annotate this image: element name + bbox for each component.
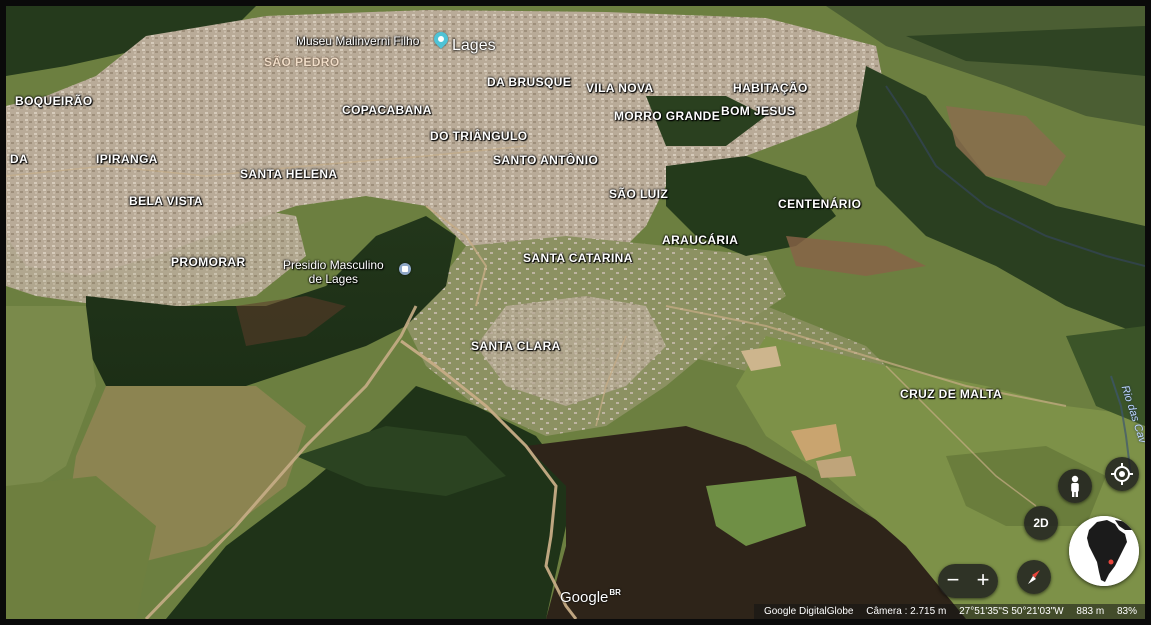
pegman-icon (1071, 475, 1079, 497)
cursor-coordinates: 27°51'35"S 50°21'03"W (959, 606, 1064, 617)
area-label-do-triangulo: DO TRIÂNGULO (430, 129, 528, 143)
prison-label-line1: Presidio Masculino (283, 258, 384, 272)
globe-minimap[interactable] (1069, 516, 1139, 586)
area-label-sao-luiz: SÃO LUIZ (609, 187, 669, 201)
area-label-santa-clara: SANTA CLARA (471, 339, 561, 353)
google-logo: GoogleBR (560, 588, 621, 606)
government-building-icon[interactable] (399, 263, 411, 275)
area-label-da-brusque: DA BRUSQUE (487, 75, 572, 89)
south-america-globe-icon (1069, 516, 1139, 586)
zoom-in-button[interactable]: + (976, 567, 990, 592)
my-location-button[interactable] (1105, 457, 1139, 491)
area-label-araucaria: ARAUCÁRIA (662, 233, 739, 247)
camera-altitude: Câmera : 2.715 m (866, 606, 947, 617)
crosshair-icon (1111, 463, 1133, 485)
satellite-terrain[interactable] (6, 6, 1145, 619)
area-label-copacabana: COPACABANA (342, 103, 432, 117)
area-label-santa-catarina: SANTA CATARINA (523, 251, 633, 265)
area-label-cruz-de-malta: CRUZ DE MALTA (900, 387, 1003, 401)
area-label-bom-jesus: BOM JESUS (721, 104, 796, 118)
area-label-santo-antonio: SANTO ANTÔNIO (493, 153, 599, 167)
area-label-da: DA (10, 152, 29, 166)
area-label-boqueirao: BOQUEIRÃO (15, 94, 93, 108)
imagery-attribution: Google DigitalGlobe (763, 606, 854, 617)
prison-label[interactable]: Presidio Masculino de Lages (283, 258, 384, 286)
zoom-out-button[interactable]: − (946, 567, 960, 592)
view-mode-2d-button[interactable]: 2D (1024, 506, 1058, 540)
loading-progress: 83% (1116, 606, 1137, 617)
area-label-habitacao: HABITAÇÃO (733, 81, 808, 95)
compass-needle-icon (1028, 570, 1040, 584)
area-label-sao-pedro: SÃO PEDRO (264, 55, 340, 69)
google-logo-text: Google (560, 589, 609, 606)
area-label-morro-grande: MORRO GRANDE (614, 109, 721, 123)
area-label-vila-nova: VILA NOVA (586, 81, 654, 95)
zoom-controls: − + (938, 564, 998, 598)
prison-label-line2: de Lages (308, 272, 359, 286)
city-label-lages[interactable]: Lages (452, 37, 496, 54)
area-label-santa-helena: SANTA HELENA (240, 167, 338, 181)
street-view-button[interactable] (1058, 469, 1092, 503)
status-bar: Google DigitalGlobe Câmera : 2.715 m 27°… (753, 604, 1145, 619)
area-label-ipiranga: IPIRANGA (96, 152, 158, 166)
terrain-elevation: 883 m (1076, 606, 1105, 617)
region-badge: BR (609, 588, 621, 597)
area-label-bela-vista: BELA VISTA (129, 194, 204, 208)
area-label-promorar: PROMORAR (171, 255, 246, 269)
compass-button[interactable] (1017, 560, 1051, 594)
museum-label[interactable]: Museu Malinverni Filho (296, 34, 420, 48)
area-label-centenario: CENTENÁRIO (778, 197, 862, 211)
